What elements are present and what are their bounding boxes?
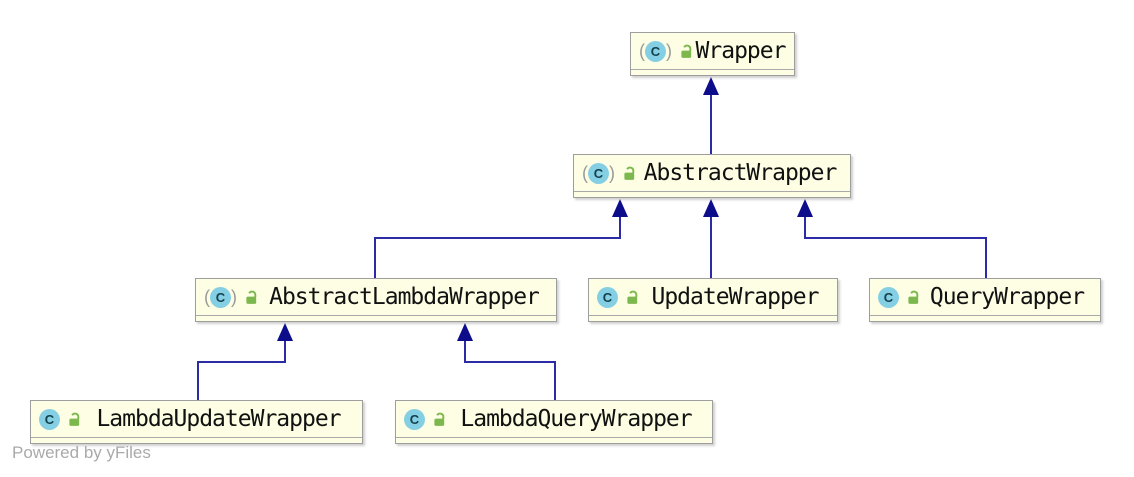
abstract-class-icon: C <box>582 162 615 184</box>
public-lock-icon <box>69 412 80 426</box>
compartment-separator <box>589 315 837 321</box>
class-node-query-wrapper[interactable]: C QueryWrapper <box>869 278 1101 322</box>
class-name-label: AbstractWrapper <box>643 160 838 186</box>
class-icon: C <box>878 286 899 308</box>
class-name-label: LambdaQueryWrapper <box>460 406 692 432</box>
public-lock-icon <box>246 290 257 304</box>
edge-querywrapper-extends-abstractwrapper[interactable] <box>797 199 987 278</box>
class-node-lambda-query-wrapper[interactable]: C LambdaQueryWrapper <box>395 400 713 444</box>
class-node-abstract-wrapper[interactable]: C AbstractWrapper <box>573 154 851 198</box>
class-name-label: QueryWrapper <box>929 284 1085 310</box>
compartment-separator <box>396 437 712 443</box>
class-name-label: AbstractLambdaWrapper <box>269 284 540 310</box>
public-lock-icon <box>627 290 638 304</box>
edge-abstractwrapper-extends-wrapper[interactable] <box>703 77 719 154</box>
class-icon: C <box>39 408 60 430</box>
public-lock-icon <box>624 166 635 180</box>
class-node-lambda-update-wrapper[interactable]: C LambdaUpdateWrapper <box>30 400 363 444</box>
compartment-separator <box>574 191 850 197</box>
compartment-separator <box>196 315 556 321</box>
class-icon: C <box>597 286 618 308</box>
edge-lambdaupdatewrapper-extends-abstractlambdawrapper[interactable] <box>197 323 293 400</box>
class-name-label: UpdateWrapper <box>651 284 819 310</box>
edge-abstractlambdawrapper-extends-abstractwrapper[interactable] <box>374 199 628 278</box>
class-name-label: LambdaUpdateWrapper <box>96 406 341 432</box>
edge-lambdaquerywrapper-extends-abstractlambdawrapper[interactable] <box>457 323 556 400</box>
powered-by-yfiles-watermark: Powered by yFiles <box>12 443 151 462</box>
public-lock-icon <box>681 44 692 58</box>
compartment-separator <box>870 315 1100 321</box>
abstract-class-icon: C <box>204 286 237 308</box>
compartment-separator <box>31 437 362 443</box>
class-node-update-wrapper[interactable]: C UpdateWrapper <box>588 278 838 322</box>
public-lock-icon <box>434 412 445 426</box>
class-node-wrapper[interactable]: C Wrapper <box>630 32 795 76</box>
compartment-separator <box>631 69 794 75</box>
class-icon: C <box>404 408 425 430</box>
edge-updatewrapper-extends-abstractwrapper[interactable] <box>703 199 719 278</box>
class-name-label: Wrapper <box>695 38 787 64</box>
class-node-abstract-lambda-wrapper[interactable]: C AbstractLambdaWrapper <box>195 278 557 322</box>
public-lock-icon <box>908 290 919 304</box>
abstract-class-icon: C <box>639 40 672 62</box>
